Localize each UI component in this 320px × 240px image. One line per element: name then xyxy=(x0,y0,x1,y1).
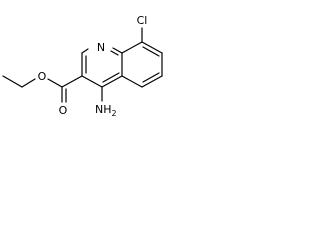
bond-carbonyl-o-ester xyxy=(47,78,63,88)
bonds xyxy=(2,27,163,103)
bond-c3-c4 xyxy=(81,75,103,88)
ring-nitrogen-label: N xyxy=(97,41,105,54)
bond-c8-c7 xyxy=(141,41,163,54)
bond-c8a-n1-inner xyxy=(110,50,119,56)
chlorine-label: Cl xyxy=(137,14,148,27)
bond-c4-c4a xyxy=(101,75,123,88)
bond-c8a-n1 xyxy=(112,47,123,54)
bond-o-ch2 xyxy=(21,78,36,88)
bond-c8-c7-inner xyxy=(142,46,160,57)
carbonyl-oxygen-label: O xyxy=(59,104,68,117)
bond-c3-carbonyl xyxy=(61,75,83,88)
bond-ch2-ch3 xyxy=(2,75,23,88)
bond-c4-c4a-inner xyxy=(102,72,120,83)
bond-c6-c5 xyxy=(141,75,163,88)
amine-subscript: 2 xyxy=(112,109,117,118)
ester-oxygen-label: O xyxy=(38,70,47,83)
amine-symbol: NH xyxy=(95,103,112,116)
bond-c6-c5-inner xyxy=(142,72,160,83)
bond-c8a-c8 xyxy=(121,41,143,54)
bond-c2-n1 xyxy=(81,48,89,54)
molecule-structure: N Cl O O NH2 xyxy=(2,14,163,118)
atom-labels: N Cl O O NH2 xyxy=(38,14,148,118)
amine-label: NH2 xyxy=(95,103,117,118)
bond-c5-c4a xyxy=(121,75,143,88)
